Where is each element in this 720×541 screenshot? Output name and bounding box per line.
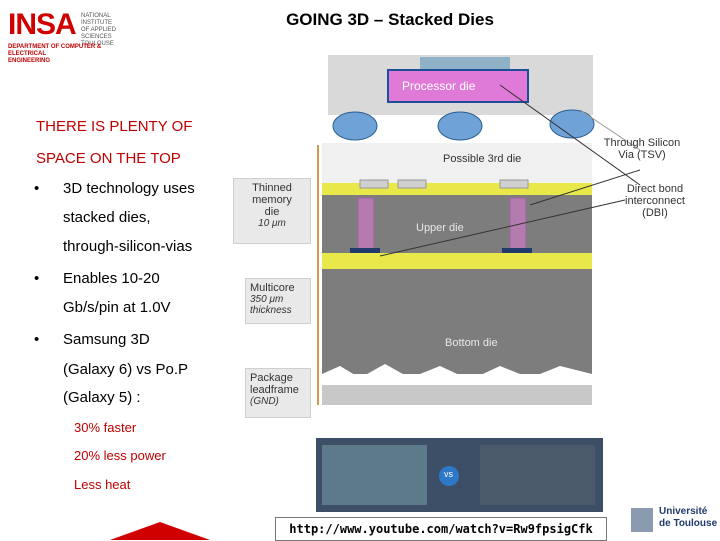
bullet-dot: •	[34, 180, 40, 197]
callout-line	[579, 109, 641, 151]
bullet-2-line-1: Enables 10-20	[63, 270, 160, 287]
heading-line-1: THERE IS PLENTY OF	[36, 118, 193, 135]
bottom-die	[322, 269, 592, 374]
univ-line: Université	[659, 506, 708, 517]
sub-point-power: 20% less power	[74, 448, 166, 463]
solder-ball	[437, 111, 483, 141]
callout-line	[379, 199, 626, 257]
logo-insa-text: INSA	[8, 8, 77, 41]
package-leadframe	[322, 385, 592, 405]
bullet-3-line-2: (Galaxy 6) vs Po.P	[63, 361, 189, 378]
heading-line-2: SPACE ON THE TOP	[36, 150, 181, 167]
label-multicore: Multicore 350 μm thickness	[245, 278, 311, 324]
callout-line	[499, 84, 641, 186]
bullet-1-line-3: through-silicon-vias	[63, 238, 193, 255]
label-upper-die: Upper die	[416, 222, 464, 234]
label-dbi-line: (DBI)	[642, 207, 668, 219]
label-dbi: Direct bond interconnect (DBI)	[615, 183, 695, 219]
label-package-leadframe: Package leadframe (GND)	[245, 368, 311, 418]
tsv-right	[509, 197, 527, 257]
slide-title: GOING 3D – Stacked Dies	[286, 10, 494, 29]
logo-dept-line: DEPARTMENT OF COMPUTER & ELECTRICAL	[8, 44, 102, 57]
package-line: leadframe	[250, 384, 299, 396]
possible-3rd-die	[322, 143, 592, 183]
red-arrow-shape	[110, 522, 210, 540]
tsv-pad	[350, 248, 380, 256]
label-processor-die: Processor die	[402, 79, 476, 93]
logo-dept-line: ENGINEERING	[8, 58, 51, 64]
solder-ball	[549, 109, 595, 139]
bullet-3-line-3: (Galaxy 5) :	[63, 389, 141, 406]
label-dbi-line: interconnect	[625, 195, 685, 207]
thinned-line: Thinned	[252, 182, 292, 194]
top-chip	[420, 57, 510, 69]
processor-die	[387, 69, 529, 103]
tsv-pad	[502, 248, 532, 256]
callout-line	[529, 169, 641, 206]
bullet-3-line-1: Samsung 3D	[63, 331, 150, 348]
bump	[359, 179, 389, 189]
logo-line: OF APPLIED	[81, 27, 117, 33]
bullet-dot: •	[34, 331, 40, 348]
label-possible-3rd-die: Possible 3rd die	[443, 153, 522, 165]
package-line: Package	[250, 372, 293, 384]
bullet-1-line-1: 3D technology uses	[63, 180, 195, 197]
vs-badge	[439, 466, 459, 486]
label-thinned-memory-die: Thinned memory die 10 μm	[233, 178, 311, 244]
video-url-link[interactable]: http://www.youtube.com/watch?v=Rw9fpsigC…	[275, 517, 607, 541]
logo-line: NATIONAL INSTITUTE	[81, 13, 112, 26]
bullet-1-line-2: stacked dies,	[63, 209, 151, 226]
video-right-pane	[480, 445, 595, 505]
tsv-left	[357, 197, 375, 257]
multicore-title: Multicore	[250, 282, 295, 294]
bump	[499, 179, 529, 189]
bullet-2-line-2: Gb/s/pin at 1.0V	[63, 299, 171, 316]
universite-toulouse-logo: Université de Toulouse	[659, 506, 717, 530]
logo-line: TOULOUSE	[81, 41, 114, 47]
logo-department: DEPARTMENT OF COMPUTER & ELECTRICAL ENGI…	[8, 44, 128, 65]
thinned-dimension: 10 μm	[258, 218, 286, 229]
vs-label: vs	[444, 469, 453, 479]
label-tsv-line: Through Silicon	[603, 137, 681, 149]
sub-point-faster: 30% faster	[74, 420, 137, 435]
label-tsv-line: Via (TSV)	[618, 149, 666, 161]
label-bottom-die: Bottom die	[445, 337, 498, 349]
thinned-line: die	[264, 206, 280, 218]
multicore-dimension: 350 μm	[250, 294, 284, 305]
solder-ball	[332, 111, 378, 141]
logo-institute-lines: NATIONAL INSTITUTE OF APPLIED SCIENCES T…	[81, 13, 141, 48]
logo-line: SCIENCES	[81, 34, 112, 40]
label-dbi-line: Direct bond	[626, 183, 684, 195]
package-note: (GND)	[250, 396, 279, 407]
bullet-dot: •	[34, 270, 40, 287]
break-line	[322, 364, 592, 385]
univ-line: de Toulouse	[659, 518, 718, 529]
sub-point-heat: Less heat	[74, 477, 131, 492]
thinned-line: memory	[252, 194, 292, 206]
university-shield-icon	[631, 508, 653, 532]
multicore-dimension: thickness	[250, 305, 292, 316]
label-tsv: Through Silicon Via (TSV)	[602, 137, 682, 161]
bump	[397, 179, 427, 189]
video-left-pane	[322, 445, 427, 505]
bond-layer-middle	[322, 253, 592, 269]
